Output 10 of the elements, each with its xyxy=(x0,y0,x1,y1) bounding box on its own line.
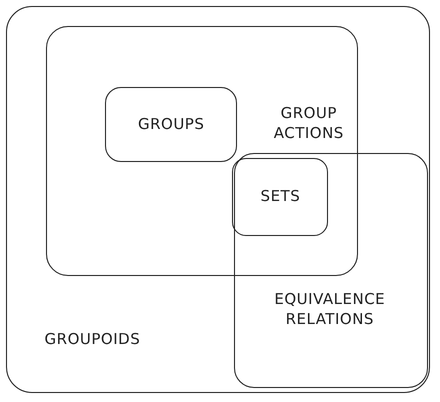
region-label: GROUPS xyxy=(136,114,206,134)
region-outline xyxy=(232,158,328,236)
region-outline xyxy=(6,6,430,394)
region-outline xyxy=(46,26,358,276)
region-label: SETS xyxy=(260,186,302,206)
region-outline xyxy=(105,87,238,162)
region-label: GROUP ACTIONS xyxy=(272,102,345,143)
region-outline xyxy=(234,152,428,388)
region-label: EQUIVALENCE RELATIONS xyxy=(273,288,386,329)
region-label: GROUPOIDS xyxy=(44,329,142,350)
